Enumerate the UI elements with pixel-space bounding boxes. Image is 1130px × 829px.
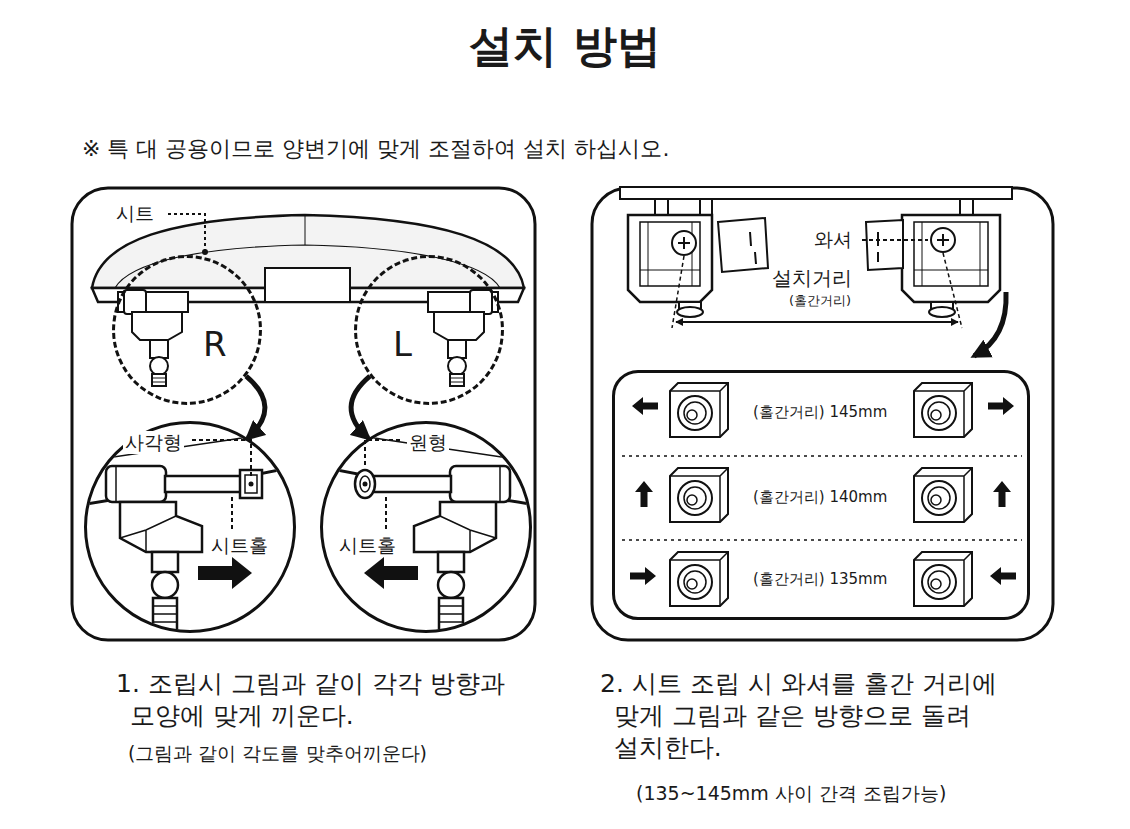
step-text: 2. 시트 조립 시 와셔를 홀간 거리에 맞게 그림과 같은 방향으로 돌려 …	[600, 668, 1046, 764]
node-text: R	[203, 324, 227, 365]
dimension-label: 설치거리	[770, 266, 854, 290]
node-text: (홀간거리) 140mm	[753, 488, 887, 506]
node-text: 원형	[407, 431, 449, 454]
dashed-circle: R	[112, 255, 262, 405]
node-text: 시트홀	[209, 534, 270, 557]
node-text: 시트홀	[337, 534, 398, 557]
step-note: (그림과 같이 각도를 맞추어끼운다)	[128, 742, 427, 765]
page-title: 설치 방법	[0, 20, 1130, 73]
washer-rows	[622, 383, 1022, 606]
step-note: (135~145mm 사이 간격 조립가능)	[636, 782, 946, 805]
install-note: ※ 특 대 공용이므로 양변기에 맞게 조절하여 설치 하십시오.	[82, 136, 669, 162]
node-text: (홀간거리) 145mm	[753, 403, 887, 421]
curved-arrow	[351, 376, 370, 438]
part-label: 와셔	[812, 228, 854, 251]
dashed-circle: L	[354, 255, 504, 405]
node-text: 사각형	[123, 431, 184, 454]
hinge-detail	[80, 428, 536, 632]
distance-box: (홀간거리) 145mm (홀간거리) 140mm (홀간거리) 135mm	[612, 370, 1030, 620]
panel	[72, 188, 535, 640]
detail-circle: 원형시트홀	[320, 421, 532, 633]
node-text: (홀간거리) 135mm	[753, 570, 887, 588]
step-text: 1. 조립시 그림과 같이 각각 방향과 모양에 맞게 끼운다.	[116, 668, 520, 732]
detail-circle: 사각형시트홀	[84, 421, 296, 633]
curved-arrow	[246, 376, 265, 438]
panel	[592, 188, 1053, 640]
part-label: 시트	[114, 202, 156, 225]
node-text: L	[393, 324, 412, 365]
seat-underside	[620, 187, 1012, 356]
dimension-label: (홀간거리)	[787, 293, 853, 309]
seat-drawing	[92, 214, 524, 386]
